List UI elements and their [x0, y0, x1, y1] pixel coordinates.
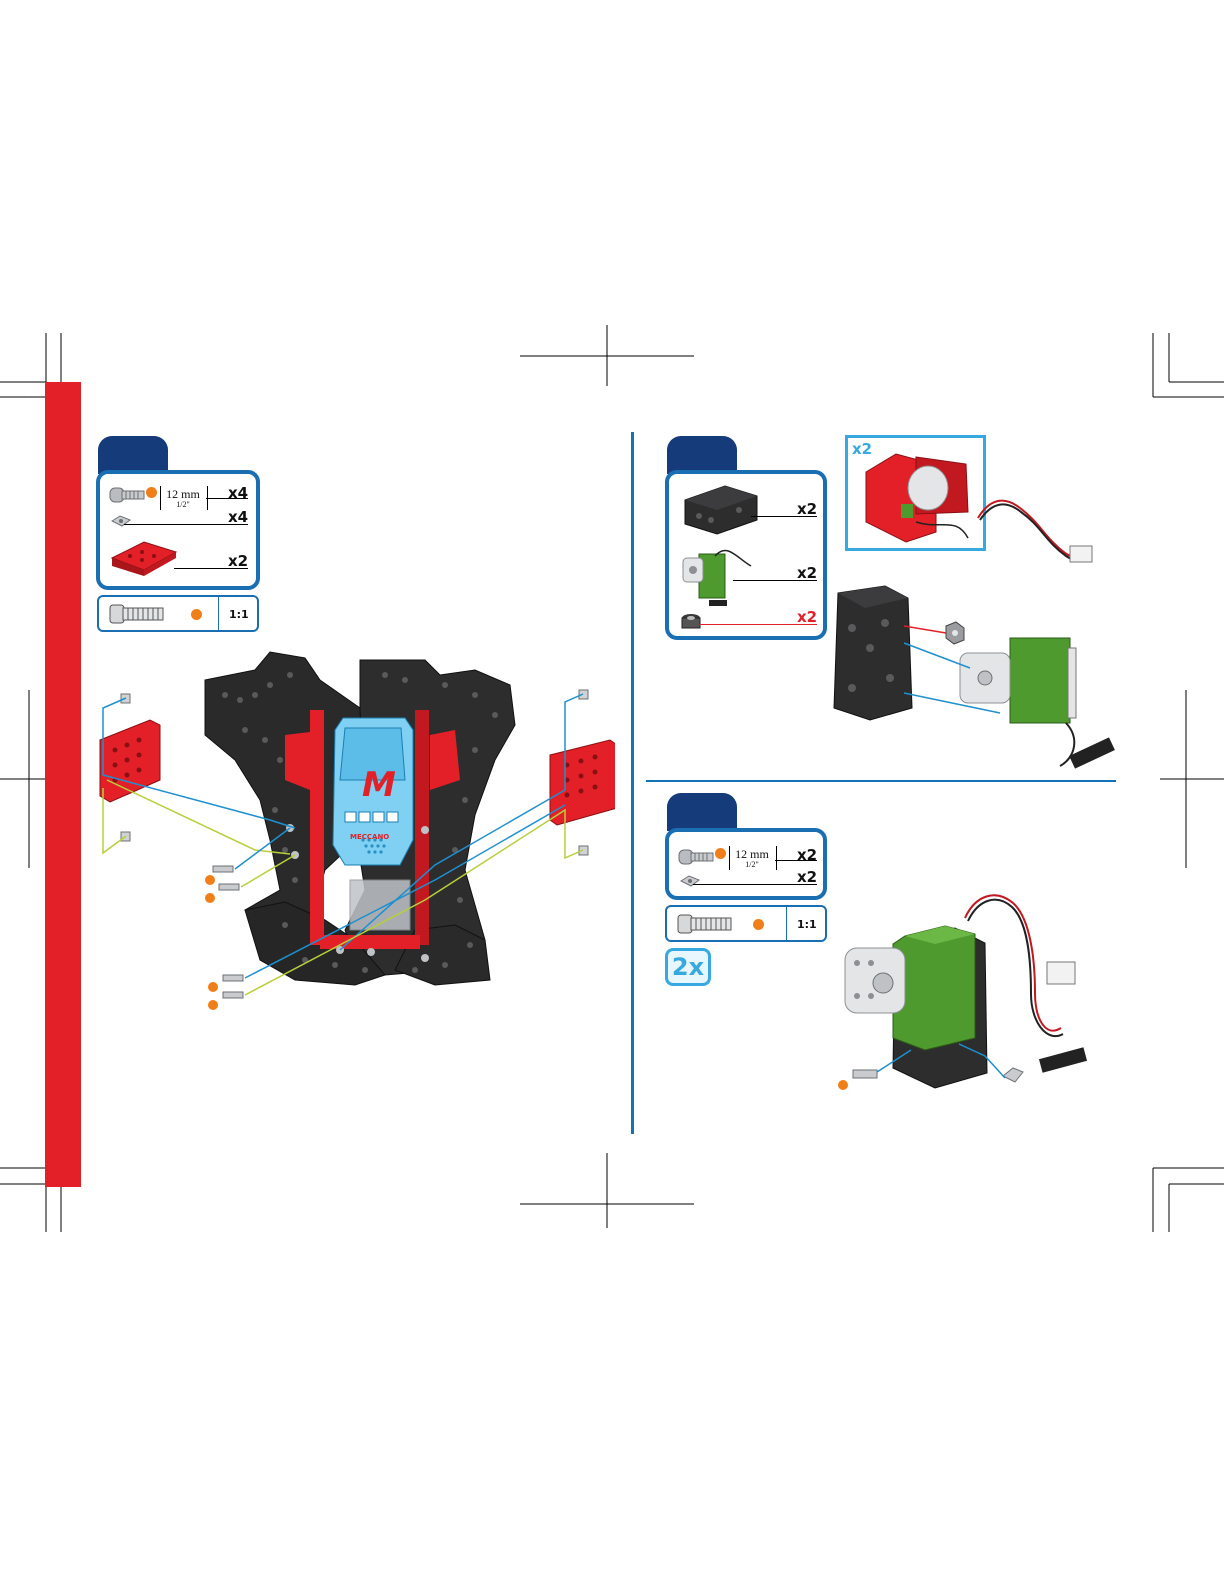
left-red-bracket: [100, 720, 160, 802]
screw-scale-icon: [677, 913, 735, 935]
parts-list-box: 12 mm 1/2" x2 x2: [665, 828, 827, 900]
screw-length-inch: 1/2": [160, 500, 206, 509]
part-code-badge: [146, 487, 157, 498]
part-code-badge: [753, 919, 764, 930]
scale-divider: [786, 907, 787, 940]
nut-qty: x4: [228, 508, 248, 526]
step-number-tab: [667, 793, 737, 831]
parts-list-box: x2 x2 x2: [665, 470, 827, 640]
screw-qty: x2: [797, 846, 817, 864]
square-nut-icon: [679, 874, 701, 888]
step-number-tab: [98, 436, 168, 474]
part-code-badge: [191, 609, 202, 620]
screw-length-inch: 1/2": [729, 860, 775, 869]
part-code-badge: [715, 848, 726, 859]
black-housing-icon: [681, 480, 761, 538]
left-edge-red-bar: [45, 382, 81, 1187]
screw-scale-icon: [109, 603, 167, 625]
screw-qty: x4: [228, 484, 248, 502]
square-nut-icon: [110, 514, 132, 528]
servo-qty: x2: [797, 564, 817, 582]
screw-icon: [677, 846, 717, 868]
horizontal-divider: [646, 780, 1116, 782]
housing-qty: x2: [797, 500, 817, 518]
screw-icon: [108, 484, 148, 506]
screw-scale-box: 1:1: [665, 905, 827, 942]
servo-housing-exploded-diagram: [830, 498, 1125, 773]
right-red-bracket: [550, 740, 615, 825]
meccano-logo-m: M: [362, 765, 396, 805]
repeat-twice-badge: 2x: [665, 948, 711, 986]
nylon-nut-icon: [679, 612, 703, 632]
scale-ratio: 1:1: [229, 608, 249, 621]
meccano-logo-word: MECCANO: [350, 833, 389, 841]
step-number-tab: [667, 436, 737, 474]
nut-qty: x2: [797, 608, 817, 626]
servo-mounting-diagram: [835, 888, 1095, 1103]
bracket-qty: x2: [228, 552, 248, 570]
red-bracket-icon: [108, 536, 180, 576]
green-servo-icon: [677, 544, 757, 608]
screw-scale-box: 1:1: [97, 595, 259, 632]
scale-ratio: 1:1: [797, 918, 817, 931]
vertical-divider: [631, 432, 634, 1134]
nut-qty: x2: [797, 868, 817, 886]
parts-list-box: 12 mm 1/2" x4 x4 x2: [96, 470, 260, 590]
scale-divider: [218, 597, 219, 630]
